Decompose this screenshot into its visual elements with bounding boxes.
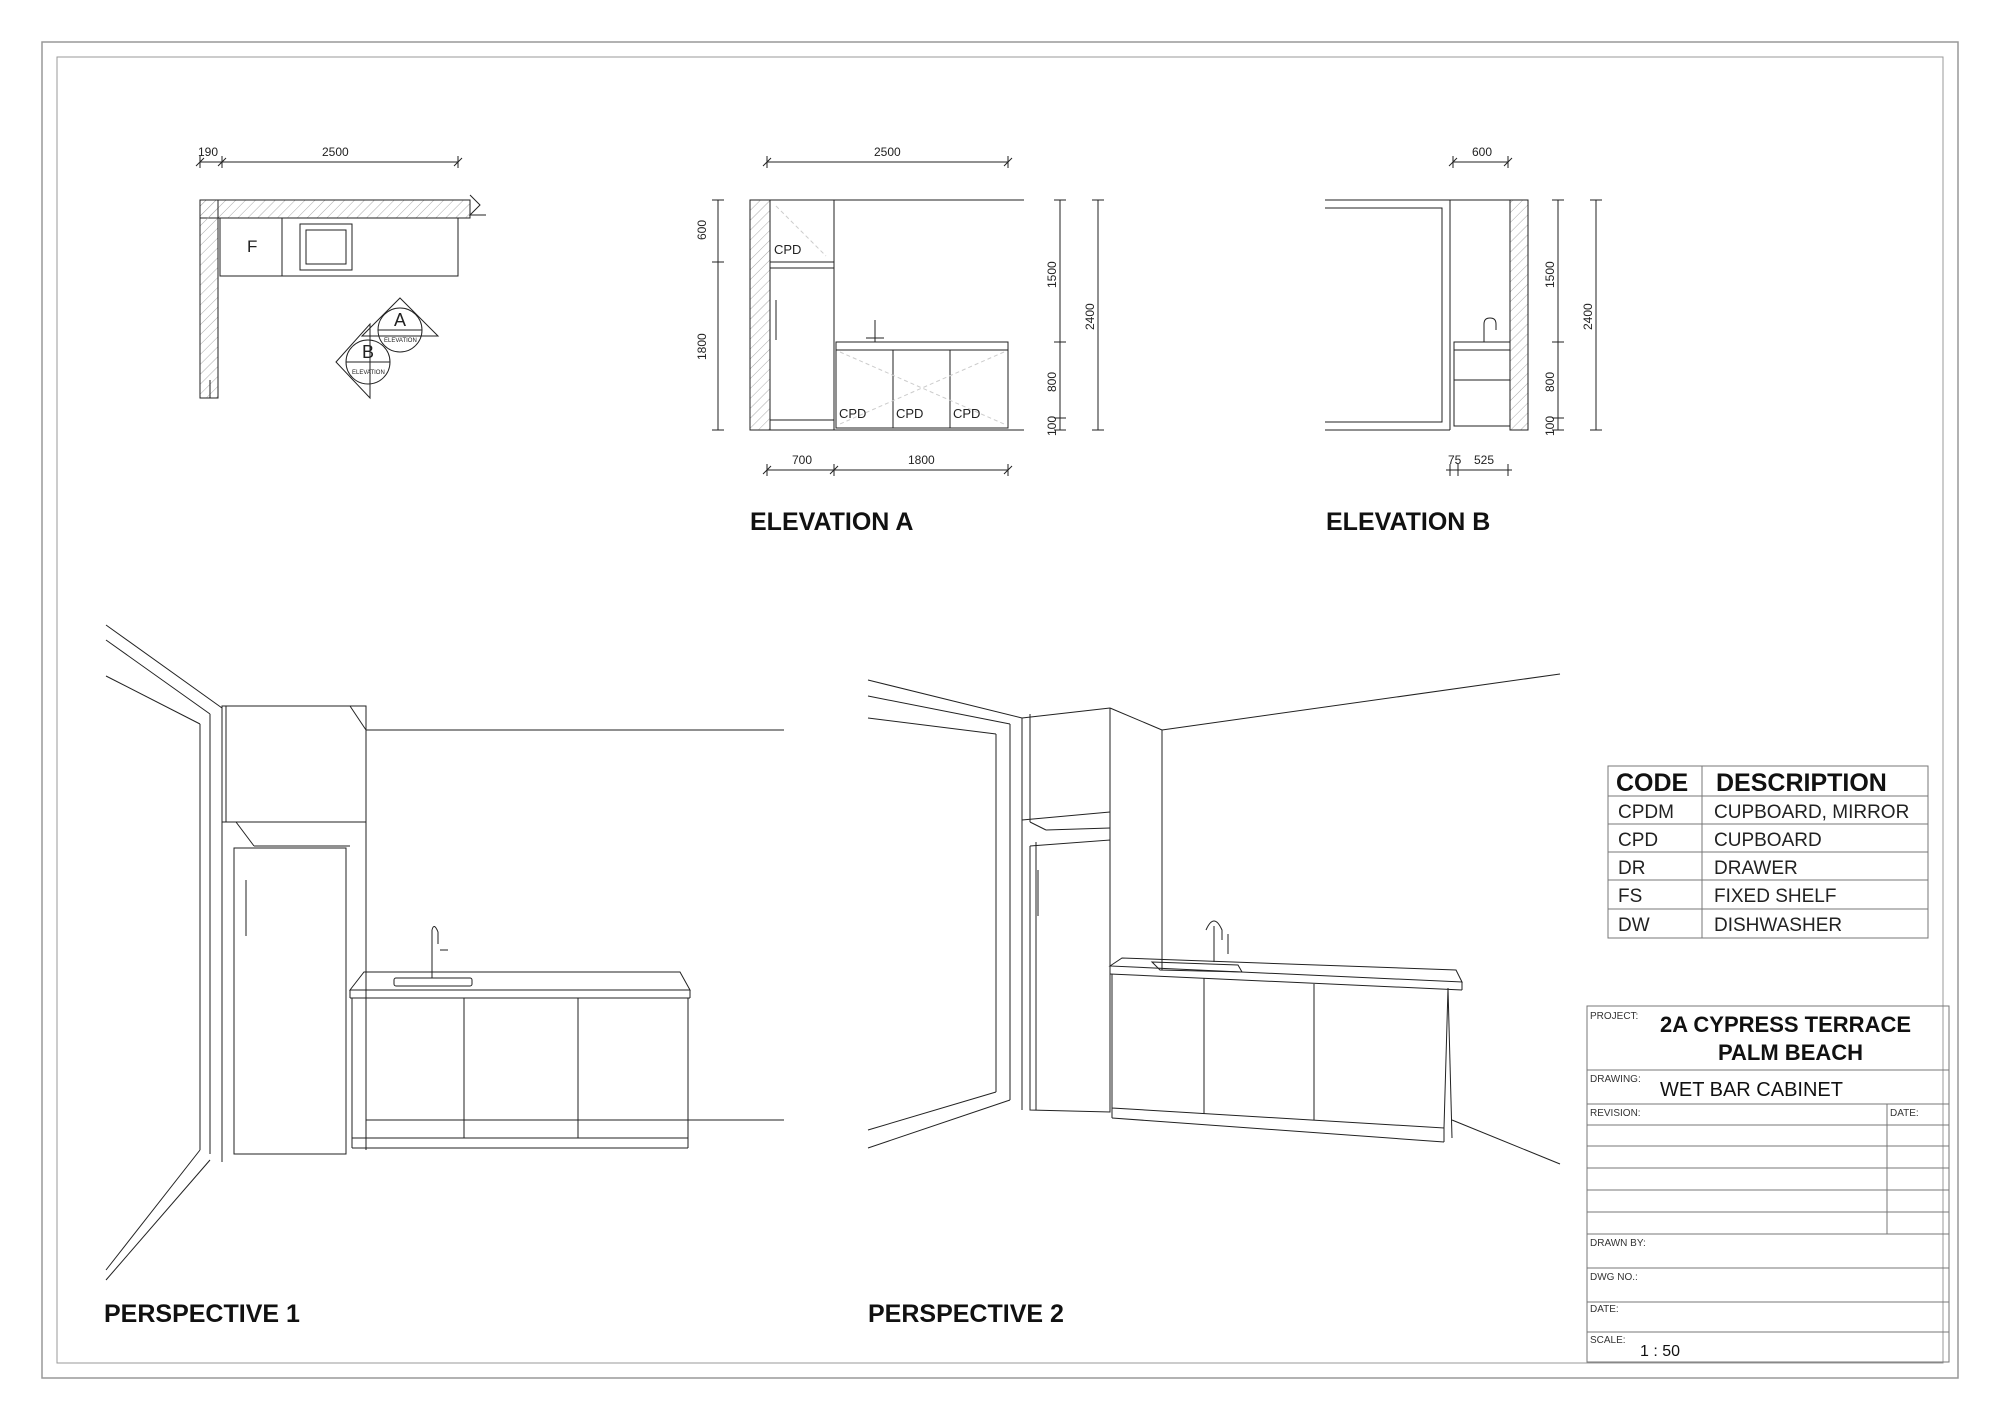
elev-a-dim-top: 2500 xyxy=(874,145,901,159)
elev-b-dim-right-low: 100 xyxy=(1543,416,1557,436)
legend-header-description: DESCRIPTION xyxy=(1716,769,1887,797)
elevation-b-title: ELEVATION B xyxy=(1326,508,1490,536)
elevation-a-title: ELEVATION A xyxy=(750,508,913,536)
elev-b-dim-bottom-left: 75 xyxy=(1448,453,1462,467)
elev-a-dim-overall: 2400 xyxy=(1083,303,1097,330)
elev-a-dim-bottom-right: 1800 xyxy=(908,453,935,467)
elev-a-dim-right-mid: 800 xyxy=(1045,372,1059,392)
elev-b-dim-overall: 2400 xyxy=(1581,303,1595,330)
perspective-1-title: PERSPECTIVE 1 xyxy=(104,1300,300,1328)
cabinet-label: CPD xyxy=(953,406,980,421)
legend-table xyxy=(1607,765,1929,939)
date-label: DATE: xyxy=(1590,1304,1619,1315)
drawing-name: WET BAR CABINET xyxy=(1660,1079,1843,1101)
elev-b-dim-top: 600 xyxy=(1472,145,1492,159)
revision-label: REVISION: xyxy=(1590,1108,1641,1119)
scale-value: 1 : 50 xyxy=(1640,1343,1680,1360)
elev-b-dim-right-mid: 800 xyxy=(1543,372,1557,392)
dwg-no-label: DWG NO.: xyxy=(1590,1272,1638,1283)
plan-view xyxy=(195,156,486,400)
cabinet-label: CPD xyxy=(896,406,923,421)
legend-code: DR xyxy=(1618,858,1645,879)
cabinet-label: CPD xyxy=(839,406,866,421)
marker-a-letter: A xyxy=(394,310,406,330)
drawing-label: DRAWING: xyxy=(1590,1074,1641,1085)
elev-b-dim-bottom-right: 525 xyxy=(1474,453,1494,467)
drawn-by-label: DRAWN BY: xyxy=(1590,1238,1646,1249)
scale-label: SCALE: xyxy=(1590,1335,1626,1346)
marker-a-caption: ELEVATION xyxy=(384,338,417,344)
perspective-2-title: PERSPECTIVE 2 xyxy=(868,1300,1064,1328)
legend-header-code: CODE xyxy=(1616,769,1688,797)
elev-a-dim-bottom-left: 700 xyxy=(792,453,812,467)
elevation-a-drawing xyxy=(712,156,1104,476)
legend-desc: FIXED SHELF xyxy=(1714,886,1836,907)
marker-b-caption: ELEVATION xyxy=(352,370,385,376)
marker-b-letter: B xyxy=(362,342,374,362)
legend-code: DW xyxy=(1618,915,1650,936)
elev-a-dim-right-low: 100 xyxy=(1045,416,1059,436)
fridge-label: F xyxy=(247,237,257,256)
inner-border xyxy=(56,56,1944,1364)
project-name-line2: PALM BEACH xyxy=(1718,1040,1863,1065)
outer-border xyxy=(41,41,1959,1379)
perspective-2-drawing xyxy=(867,673,1561,1165)
cabinet-label: CPD xyxy=(774,242,801,257)
revision-date-label: DATE: xyxy=(1890,1108,1919,1119)
legend-desc: CUPBOARD xyxy=(1714,830,1822,851)
title-block xyxy=(1586,1005,1950,1363)
legend-code: CPD xyxy=(1618,830,1658,851)
plan-dim-length: 2500 xyxy=(322,145,349,159)
project-label: PROJECT: xyxy=(1590,1011,1638,1022)
legend-code: FS xyxy=(1618,886,1642,907)
perspective-1-drawing xyxy=(105,624,784,1281)
legend-desc: DRAWER xyxy=(1714,858,1798,879)
elev-b-dim-right-top: 1500 xyxy=(1543,261,1557,288)
project-name-line1: 2A CYPRESS TERRACE xyxy=(1660,1012,1911,1037)
elev-a-dim-upper: 600 xyxy=(695,220,709,240)
elev-a-dim-right-top: 1500 xyxy=(1045,261,1059,288)
legend-desc: CUPBOARD, MIRROR xyxy=(1714,802,1909,823)
legend-desc: DISHWASHER xyxy=(1714,915,1842,936)
plan-dim-return: 190 xyxy=(198,145,218,159)
legend-code: CPDM xyxy=(1618,802,1674,823)
elevation-b-drawing xyxy=(1325,156,1602,476)
elev-a-dim-lower: 1800 xyxy=(695,333,709,360)
